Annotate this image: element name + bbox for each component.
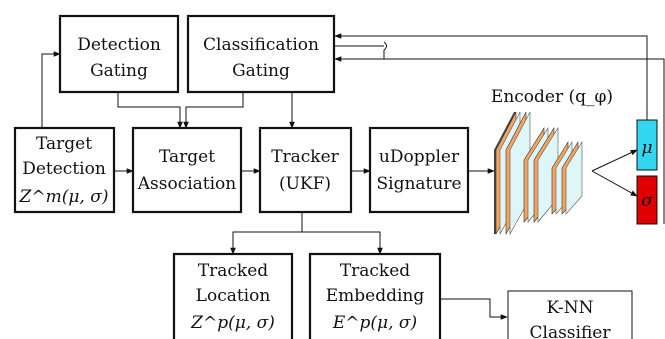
sigma-symbol: σ <box>641 191 653 211</box>
wire-hop <box>383 41 387 59</box>
target-detection-line1: Target <box>36 134 92 154</box>
udoppler-box: uDoppler Signature <box>368 126 470 214</box>
tracker-box: Tracker (UKF) <box>258 126 353 214</box>
arrow-classification-gating-to-association <box>183 92 244 129</box>
target-association-box: Target Association <box>131 126 243 214</box>
tracked-embedding-line1: Tracked <box>340 261 410 281</box>
target-association-line2: Association <box>137 174 237 194</box>
arrow-embedding-to-knn <box>441 298 508 320</box>
encoder-label: Encoder (q_φ) <box>491 87 613 107</box>
detection-gating-box: Detection Gating <box>58 14 180 94</box>
mu-symbol: μ <box>641 138 652 158</box>
tracked-embedding-formula: E^p(μ, σ) <box>332 313 417 333</box>
arrow-tracker-to-embedding <box>302 231 383 255</box>
target-detection-line2: Detection <box>22 159 106 179</box>
arrow-detection-gating-to-association <box>117 92 183 129</box>
tracked-location-box: Tracked Location Z^p(μ, σ) <box>172 252 294 339</box>
classification-gating-box: Classification Gating <box>186 14 336 94</box>
detection-gating-line2: Gating <box>90 61 148 81</box>
sigma-output-box: σ <box>636 175 658 225</box>
mu-output-box: μ <box>636 119 658 171</box>
tracked-embedding-box: Tracked Embedding E^p(μ, σ) <box>308 252 442 339</box>
tracker-line2: (UKF) <box>279 174 331 194</box>
knn-line2: Classifier <box>530 323 612 339</box>
arrow-encoder-to-sigma <box>591 170 638 197</box>
classification-gating-line1: Classification <box>203 35 319 55</box>
detection-gating-line1: Detection <box>77 35 161 55</box>
encoder-network <box>494 111 583 236</box>
tracked-location-line1: Tracked <box>198 261 268 281</box>
target-detection-box: Target Detection Z^m(μ, σ) <box>13 126 116 214</box>
arrow-mu-to-classification-gating <box>334 33 648 120</box>
tracked-location-line2: Location <box>196 286 271 306</box>
arrow-sigma-to-classification-gating <box>334 56 665 224</box>
tracked-embedding-line2: Embedding <box>326 286 425 306</box>
target-detection-formula: Z^m(μ, σ) <box>19 187 109 207</box>
arrow-encoder-to-mu <box>591 149 638 172</box>
knn-line1: K-NN <box>547 298 594 318</box>
tracker-line1: Tracker <box>271 147 339 167</box>
knn-classifier-box: K-NN Classifier <box>507 290 633 339</box>
classification-gating-line2: Gating <box>232 61 290 81</box>
udoppler-line1: uDoppler <box>379 147 460 167</box>
udoppler-line2: Signature <box>376 174 461 194</box>
tracked-location-formula: Z^p(μ, σ) <box>190 313 275 333</box>
arrow-detection-to-detection-gating <box>41 51 61 128</box>
arrow-tracker-to-location <box>230 212 303 255</box>
target-association-line1: Target <box>159 147 215 167</box>
